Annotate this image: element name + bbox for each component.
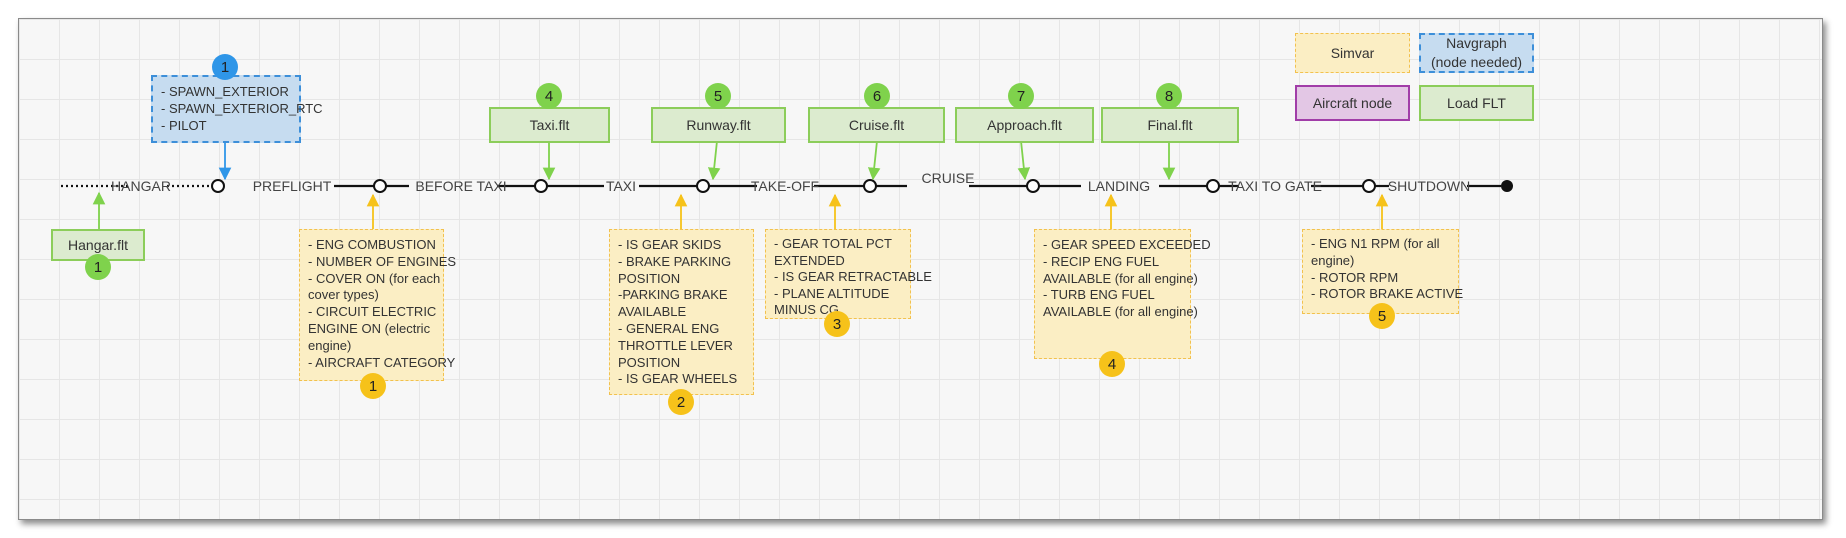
simvar-item: AVAILABLE (for all engine)	[1043, 270, 1198, 286]
phase-hangar: HANGAR	[111, 178, 171, 194]
phase-before-taxi: BEFORE TAXI	[415, 178, 507, 194]
phase-taxi-to-gate: TAXI TO GATE	[1228, 178, 1322, 194]
flt-box-approach: Approach.flt	[955, 107, 1094, 143]
simvar-item: - IS GEAR RETRACTABLE	[774, 269, 932, 284]
simvar-item: engine)	[308, 337, 352, 353]
simvar-box-5: - ENG N1 RPM (for all engine) - ROTOR RP…	[1302, 229, 1464, 314]
simvar-item: - IS GEAR WHEELS	[618, 371, 738, 387]
simvar-item: - GENERAL ENG	[618, 320, 720, 336]
simvar-box-2: - IS GEAR SKIDS - BRAKE PARKING POSITION…	[609, 229, 754, 395]
diagram-board: HANGAR PREFLIGHT BEFORE TAXI TAXI TAKE-O…	[18, 18, 1823, 520]
legend-navgraph-line1: Navgraph	[1446, 35, 1507, 51]
timeline-node	[1362, 179, 1376, 193]
timeline-node	[211, 179, 225, 193]
flt-box-cruise: Cruise.flt	[808, 107, 945, 143]
arrow-approach-flt	[1017, 140, 1031, 181]
simvar-item: - BRAKE PARKING	[618, 253, 732, 269]
flt-box-taxi: Taxi.flt	[489, 107, 610, 143]
simvar-box-3: - GEAR TOTAL PCT EXTENDED - IS GEAR RETR…	[765, 229, 932, 319]
timeline-node	[1026, 179, 1040, 193]
simvar-item: cover types)	[308, 287, 379, 303]
phase-take-off: TAKE-OFF	[750, 178, 820, 194]
navgraph-box: - SPAWN_EXTERIOR - SPAWN_EXTERIOR_RTC - …	[151, 75, 323, 143]
flt-badge-runway: 5	[705, 83, 731, 109]
simvar-item: ENGINE ON (electric	[308, 320, 431, 336]
navgraph-item: - SPAWN_EXTERIOR_RTC	[161, 101, 323, 116]
legend-navgraph-line2: (node needed)	[1430, 54, 1523, 70]
flt-badge-approach: 7	[1008, 83, 1034, 109]
simvar-item: - IS GEAR SKIDS	[618, 237, 722, 252]
simvar-badge-3: 3	[824, 311, 850, 337]
simvar-item: - RECIP ENG FUEL	[1043, 253, 1160, 269]
simvar-badge-4: 4	[1099, 351, 1125, 377]
simvar-item: - GEAR SPEED EXCEEDED	[1043, 237, 1211, 252]
legend-aircraft-node: Aircraft node	[1295, 85, 1410, 121]
legend-load-flt: Load FLT	[1419, 85, 1534, 121]
legend-navgraph: Navgraph (node needed)	[1419, 33, 1534, 73]
flt-box-runway: Runway.flt	[651, 107, 786, 143]
simvar-badge-1: 1	[360, 373, 386, 399]
simvar-item: THROTTLE LEVER	[618, 337, 733, 353]
flt-badge-taxi: 4	[536, 83, 562, 109]
simvar-badge-2: 2	[668, 389, 694, 415]
connector-layer	[61, 140, 1513, 229]
simvar-item: - ENG N1 RPM (for all	[1311, 236, 1440, 251]
phase-landing: LANDING	[1087, 178, 1151, 194]
timeline-node	[534, 179, 548, 193]
timeline-end-node	[1501, 180, 1513, 192]
flt-badge-final: 8	[1156, 83, 1182, 109]
simvar-item: - ENG COMBUSTION	[308, 237, 436, 252]
simvar-badge-5: 5	[1369, 303, 1395, 329]
simvar-box-4: - GEAR SPEED EXCEEDED - RECIP ENG FUEL A…	[1034, 229, 1211, 359]
timeline-node	[863, 179, 877, 193]
simvar-item: - CIRCUIT ELECTRIC	[308, 304, 437, 320]
navgraph-badge: 1	[212, 54, 238, 80]
flt-badge-hangar: 1	[85, 254, 111, 280]
phase-shutdown: SHUTDOWN	[1387, 178, 1471, 194]
phase-taxi: TAXI	[605, 178, 637, 194]
simvar-item: POSITION	[618, 270, 681, 286]
flt-badge-cruise: 6	[864, 83, 890, 109]
simvar-item: -PARKING BRAKE	[618, 287, 728, 303]
phase-preflight: PREFLIGHT	[252, 178, 332, 194]
simvar-box-1: - ENG COMBUSTION - NUMBER OF ENGINES - C…	[299, 229, 457, 381]
phase-cruise: CRUISE	[921, 170, 975, 186]
simvar-item: - NUMBER OF ENGINES	[308, 253, 457, 269]
simvar-item: POSITION	[618, 354, 681, 370]
simvar-item: - COVER ON (for each	[308, 270, 441, 286]
simvar-item: EXTENDED	[774, 252, 845, 268]
flt-box-hangar: Hangar.flt	[51, 229, 145, 261]
simvar-item: MINUS CG	[774, 302, 839, 317]
simvar-item: engine)	[1311, 252, 1355, 268]
simvar-item: - PLANE ALTITUDE	[774, 285, 890, 301]
navgraph-item: - PILOT	[161, 118, 207, 133]
simvar-item: - TURB ENG FUEL	[1043, 287, 1155, 303]
timeline-node	[1206, 179, 1220, 193]
simvar-item: - GEAR TOTAL PCT	[774, 236, 892, 251]
simvar-item: AVAILABLE	[618, 304, 687, 320]
simvar-item: - ROTOR BRAKE ACTIVE	[1311, 286, 1464, 302]
timeline-node	[696, 179, 710, 193]
simvar-item: - AIRCRAFT CATEGORY	[308, 354, 456, 370]
arrow-cruise-flt	[867, 140, 881, 181]
navgraph-item: - SPAWN_EXTERIOR	[161, 84, 289, 99]
simvar-item: - ROTOR RPM	[1311, 269, 1399, 285]
legend-simvar: Simvar	[1295, 33, 1410, 73]
simvar-item: AVAILABLE (for all engine)	[1043, 304, 1198, 320]
timeline-node	[373, 179, 387, 193]
flt-box-final: Final.flt	[1101, 107, 1239, 143]
arrow-runway-flt	[707, 140, 721, 181]
